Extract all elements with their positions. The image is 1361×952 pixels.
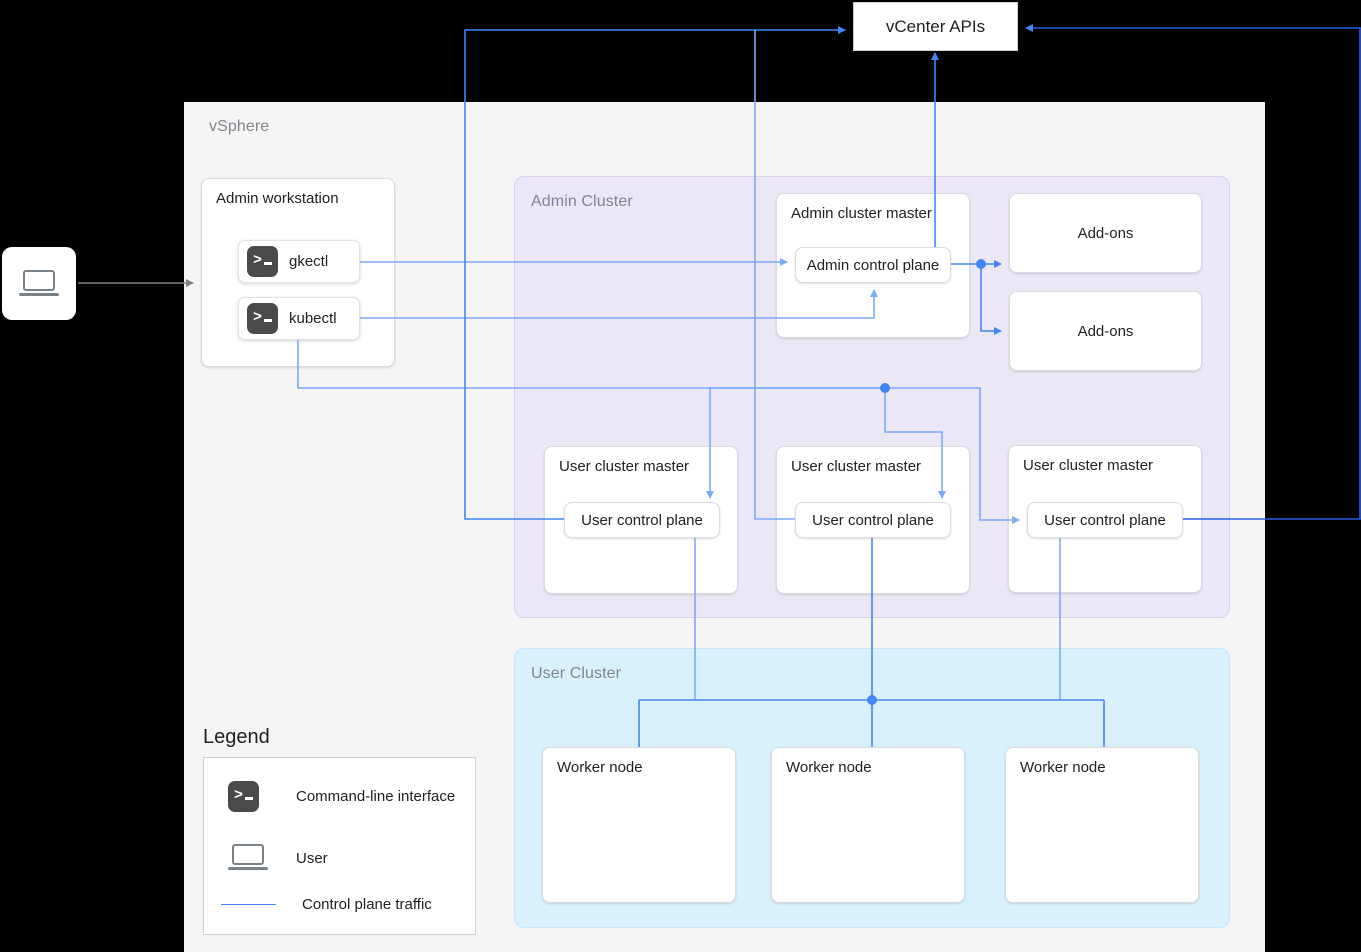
worker-node-card-2[interactable]: Worker node xyxy=(771,747,965,903)
legend-item-traffic: Control plane traffic xyxy=(221,896,432,913)
laptop-icon xyxy=(228,844,268,872)
line-icon xyxy=(221,904,276,905)
legend-item-user-label: User xyxy=(296,849,328,867)
user-control-plane-box-2[interactable]: User control plane xyxy=(795,502,951,538)
legend-item-cli: > Command-line interface xyxy=(228,781,455,812)
worker-node-title: Worker node xyxy=(786,759,872,776)
admin-cluster-label: Admin Cluster xyxy=(531,193,633,210)
cli-kubectl[interactable]: > kubectl xyxy=(238,297,360,340)
user-cluster-master-title: User cluster master xyxy=(791,458,922,475)
terminal-icon: > xyxy=(228,781,259,812)
user-control-plane-box-1[interactable]: User control plane xyxy=(564,502,720,538)
user-cluster-master-title: User cluster master xyxy=(1023,457,1154,474)
cli-kubectl-label: kubectl xyxy=(289,310,337,327)
user-cluster-master-title: User cluster master xyxy=(559,458,690,475)
legend-item-traffic-label: Control plane traffic xyxy=(302,896,432,913)
admin-cluster-master-title: Admin cluster master xyxy=(791,205,932,222)
legend-item-cli-label: Command-line interface xyxy=(296,788,456,805)
addons-box-2[interactable]: Add-ons xyxy=(1009,291,1202,371)
cli-gkectl[interactable]: > gkectl xyxy=(238,240,360,283)
worker-node-title: Worker node xyxy=(557,759,643,776)
legend-title: Legend xyxy=(203,726,270,748)
cli-gkectl-label: gkectl xyxy=(289,253,329,270)
worker-node-title: Worker node xyxy=(1020,759,1106,776)
admin-control-plane-box[interactable]: Admin control plane xyxy=(795,247,951,283)
user-cluster-label: User Cluster xyxy=(531,665,622,682)
vcenter-apis-box[interactable]: vCenter APIs xyxy=(853,2,1018,51)
legend-item-user: User xyxy=(228,844,328,872)
addons-box-1[interactable]: Add-ons xyxy=(1009,193,1202,273)
user-control-plane-box-3[interactable]: User control plane xyxy=(1027,502,1183,538)
laptop-icon xyxy=(19,269,59,298)
user-actor-chip[interactable] xyxy=(2,247,76,320)
vsphere-label: vSphere xyxy=(209,118,270,135)
terminal-icon: > xyxy=(247,303,278,334)
worker-node-card-3[interactable]: Worker node xyxy=(1005,747,1199,903)
worker-node-card-1[interactable]: Worker node xyxy=(542,747,736,903)
admin-workstation-title: Admin workstation xyxy=(216,190,339,207)
terminal-icon: > xyxy=(247,246,278,277)
